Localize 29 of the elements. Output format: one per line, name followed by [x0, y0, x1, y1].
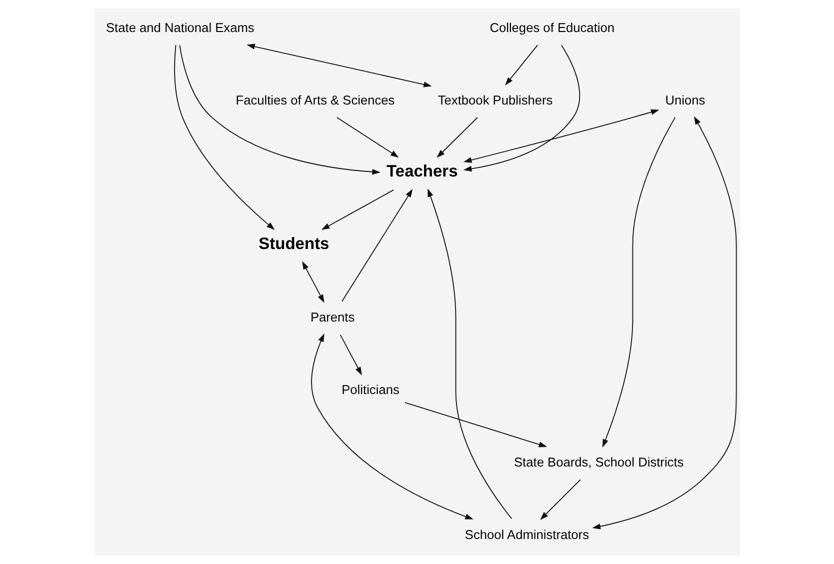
node-text: Unions [664, 92, 705, 108]
node-text: Faculties of Arts & Sciences [235, 92, 394, 108]
node-text: State and National Exams [106, 20, 254, 35]
node-text: Students [258, 234, 329, 253]
arrow [404, 402, 547, 448]
arrow [339, 334, 362, 376]
arrow [462, 109, 659, 163]
arrow [174, 44, 274, 230]
node-text: State Boards, School Districts [514, 454, 684, 470]
arrow [436, 117, 478, 158]
arrow [336, 117, 398, 158]
arrow [592, 116, 736, 530]
node-text: Parents [310, 310, 354, 325]
arrow [540, 479, 580, 520]
arrow [504, 44, 538, 86]
arrow [246, 44, 432, 88]
node-text: Teachers [386, 162, 458, 180]
arrow [602, 117, 676, 448]
node-text: School Administrators [464, 526, 589, 542]
arrow [310, 333, 473, 520]
arrow [427, 188, 512, 520]
arrow [462, 44, 580, 172]
arrow [178, 44, 380, 175]
node-text: Textbook Publishers [437, 92, 552, 108]
arrow [302, 261, 324, 303]
arrow [341, 188, 412, 302]
arrow [320, 189, 394, 230]
node-text: Colleges of Education [489, 20, 614, 35]
node-text: Politicians [341, 382, 399, 398]
